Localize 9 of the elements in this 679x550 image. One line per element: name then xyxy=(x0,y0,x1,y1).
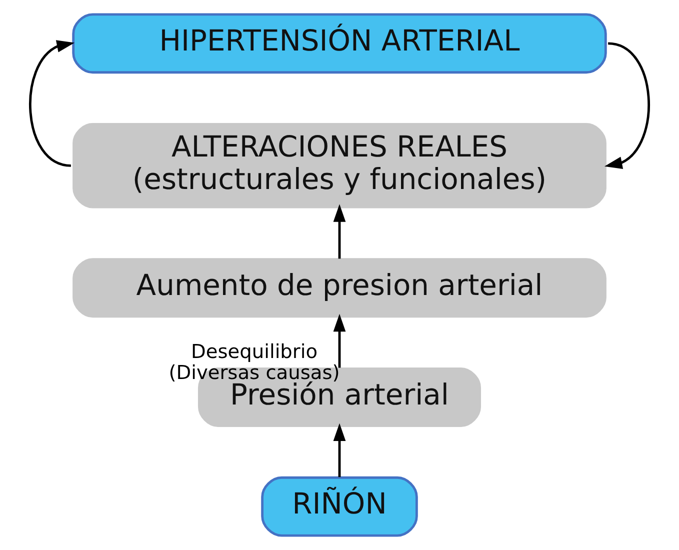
arrow xyxy=(333,423,346,478)
node-box: ALTERACIONES REALES (estructurales y funcionales) xyxy=(72,123,606,208)
node-box: RIÑÓN xyxy=(261,476,418,537)
arrow xyxy=(333,314,346,368)
arrow xyxy=(333,204,346,259)
node-box: Aumento de presion arterial xyxy=(72,258,606,318)
arrow xyxy=(604,42,650,169)
node-box: HIPERTENSIÓN ARTERIAL xyxy=(72,13,607,74)
arrow xyxy=(29,40,75,167)
